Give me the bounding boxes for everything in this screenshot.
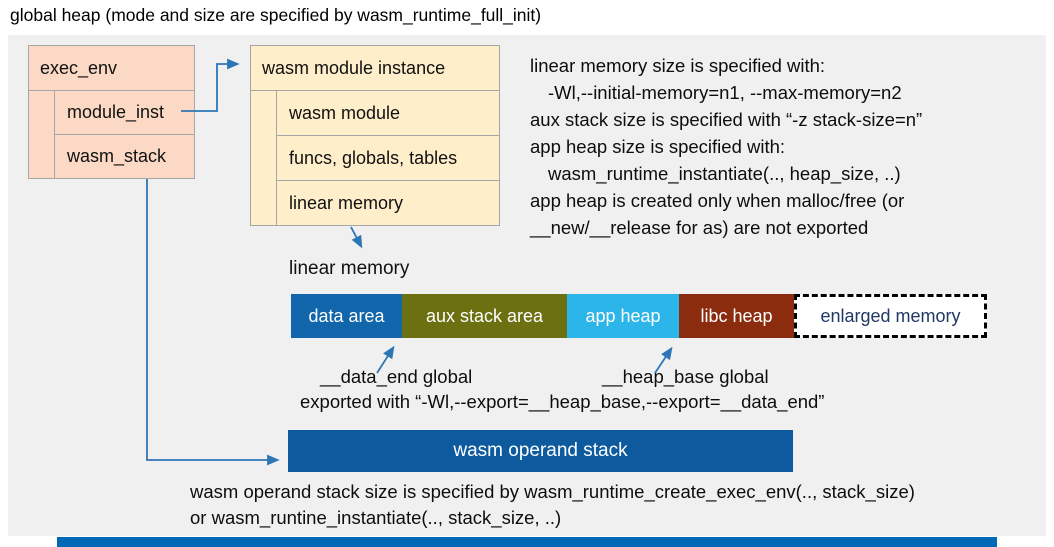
module-instance-box: wasm module instance wasm module funcs, … xyxy=(250,45,500,226)
note-line: aux stack size is specified with “-z sta… xyxy=(530,109,923,130)
operand-stack-bar: wasm operand stack xyxy=(288,430,793,472)
note-line: __new/__release for as) are not exported xyxy=(530,217,869,238)
note-line: wasm operand stack size is specified by … xyxy=(190,481,915,502)
segment-app-heap: app heap xyxy=(567,294,679,338)
annotation-heap-base: __heap_base global xyxy=(602,366,769,387)
exec-env-fields: module_inst wasm_stack xyxy=(54,91,194,178)
linear-memory-notes: linear memory size is specified with: -W… xyxy=(530,52,922,241)
field-module-inst: module_inst xyxy=(55,91,194,135)
module-instance-fields: wasm module funcs, globals, tables linea… xyxy=(276,91,499,225)
exec-env-title: exec_env xyxy=(29,46,194,91)
footer-accent-bar xyxy=(57,537,997,547)
field-linear-memory: linear memory xyxy=(289,192,404,213)
segment-aux-stack-area: aux stack area xyxy=(402,294,567,338)
page-title: global heap (mode and size are specified… xyxy=(10,5,542,25)
annotation-exported: exported with “-Wl,--export=__heap_base,… xyxy=(300,391,825,412)
field-wasm-stack: wasm_stack xyxy=(67,146,167,166)
operand-stack-label: wasm operand stack xyxy=(453,440,628,461)
segment-enlarged-memory: enlarged memory xyxy=(794,294,987,338)
field-funcs-globals-tables: funcs, globals, tables xyxy=(277,136,499,181)
note-line: app heap is created only when malloc/fre… xyxy=(530,190,905,211)
annotation-data-end: __data_end global xyxy=(320,366,473,387)
field-wasm-module: wasm module xyxy=(277,91,499,136)
note-line: app heap size is specified with: xyxy=(530,136,786,157)
note-line: -Wl,--initial-memory=n1, --max-memory=n2 xyxy=(548,82,902,103)
exec-env-box: exec_env module_inst wasm_stack xyxy=(28,45,195,179)
linear-memory-label: linear memory xyxy=(289,258,410,279)
note-line: linear memory size is specified with: xyxy=(530,55,826,76)
segment-libc-heap: libc heap xyxy=(679,294,794,338)
segment-data-area: data area xyxy=(291,294,402,338)
linear-memory-bar: data area aux stack area app heap libc h… xyxy=(291,294,987,338)
note-line: wasm_runtime_instantiate(.., heap_size, … xyxy=(548,163,901,184)
module-instance-title: wasm module instance xyxy=(251,46,499,91)
operand-stack-notes: wasm operand stack size is specified by … xyxy=(190,479,915,530)
note-line: or wasm_runtine_instantiate(.., stack_si… xyxy=(190,506,562,528)
